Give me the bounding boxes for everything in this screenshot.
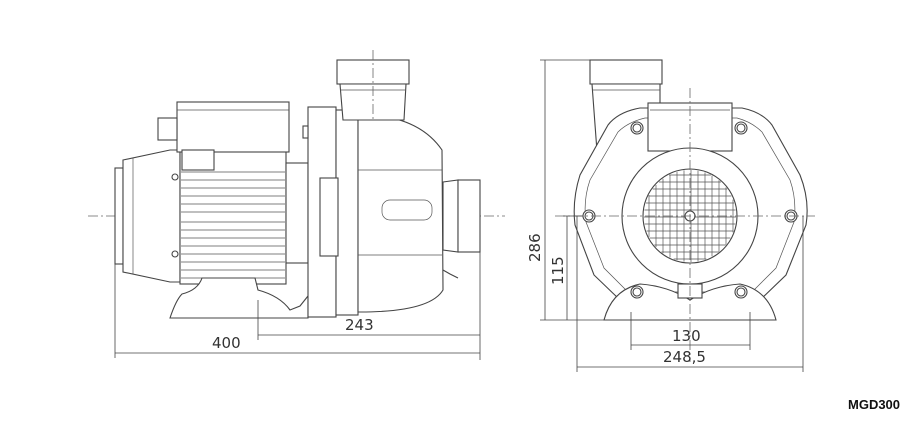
outlet-pipe: [336, 50, 410, 122]
inlet-port: [442, 179, 481, 279]
pump-body: [357, 111, 444, 313]
dimension-130: 130: [630, 312, 751, 350]
dimension-286-label: 286: [526, 233, 544, 262]
terminal-box: [157, 101, 290, 171]
side-view: 243 400: [88, 50, 505, 360]
front-outlet-pipe: [589, 59, 663, 85]
dimension-115: 115: [549, 215, 583, 320]
dimension-248-5-label: 248,5: [663, 348, 706, 366]
dimension-243-label: 243: [345, 316, 374, 334]
dimension-248-5: 248,5: [576, 216, 804, 372]
side-base: [169, 277, 309, 319]
dimension-243: 243: [257, 252, 481, 360]
motor-rear-cap: [114, 149, 181, 283]
model-label: MGD300: [848, 397, 901, 412]
dimension-400-label: 400: [212, 334, 241, 352]
front-view: 286 115 130 248,5: [526, 59, 815, 372]
dimension-400: 400: [114, 264, 480, 358]
dimension-115-label: 115: [549, 256, 567, 285]
dimension-130-label: 130: [672, 327, 701, 345]
dimension-286: 286: [526, 59, 610, 321]
